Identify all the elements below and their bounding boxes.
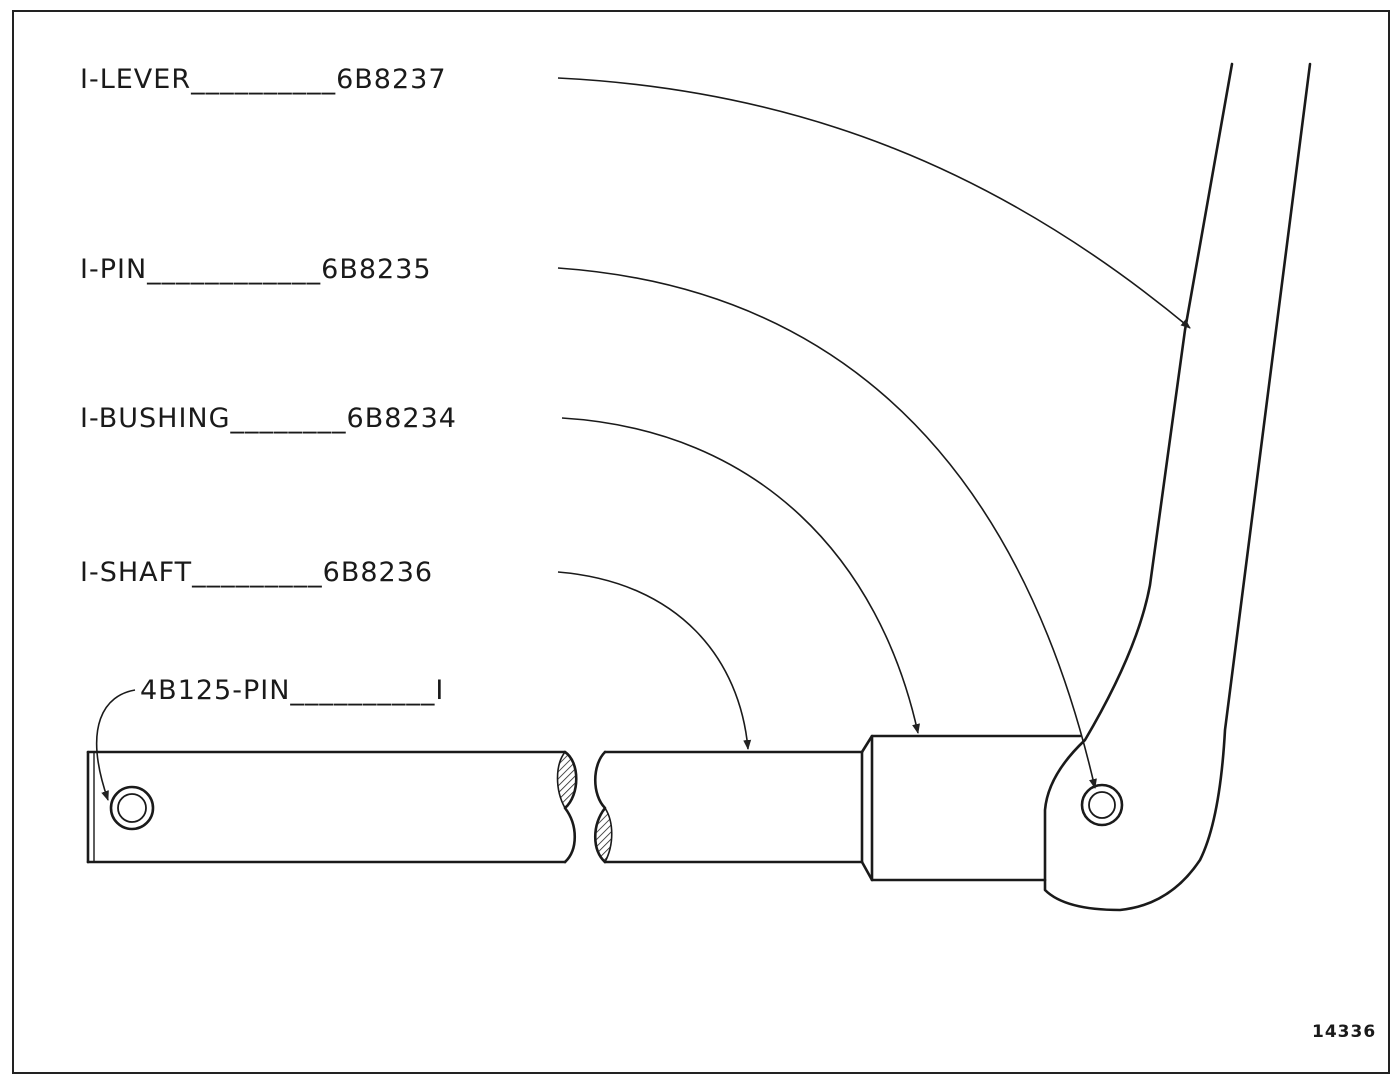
pin-hole-lever [1080, 783, 1124, 827]
leader-pin [557, 267, 1097, 789]
callout-lever: I-LEVER__________6B8237 [80, 64, 447, 95]
figure-number: 14336 [1312, 1022, 1377, 1042]
shaft-left-segment [86, 750, 578, 864]
leader-bushing [561, 417, 920, 734]
bushing-outline [860, 734, 1082, 882]
shaft-right-break-section [594, 807, 613, 863]
callout-bushing: I-BUSHING________6B8234 [80, 403, 457, 434]
callout-shaft: I-SHAFT_________6B8236 [80, 557, 434, 588]
callout-small-pin: 4B125-PIN__________I [140, 675, 445, 706]
callout-pin: I-PIN____________6B8235 [80, 254, 432, 285]
pin-hole-shaft [109, 785, 155, 831]
shaft-left-break-section [556, 751, 577, 809]
leader-small-pin [95, 689, 136, 801]
lever-outline [1043, 62, 1312, 912]
leader-shaft [557, 571, 752, 750]
shaft-right-segment [594, 750, 864, 864]
leader-lever [557, 77, 1191, 329]
